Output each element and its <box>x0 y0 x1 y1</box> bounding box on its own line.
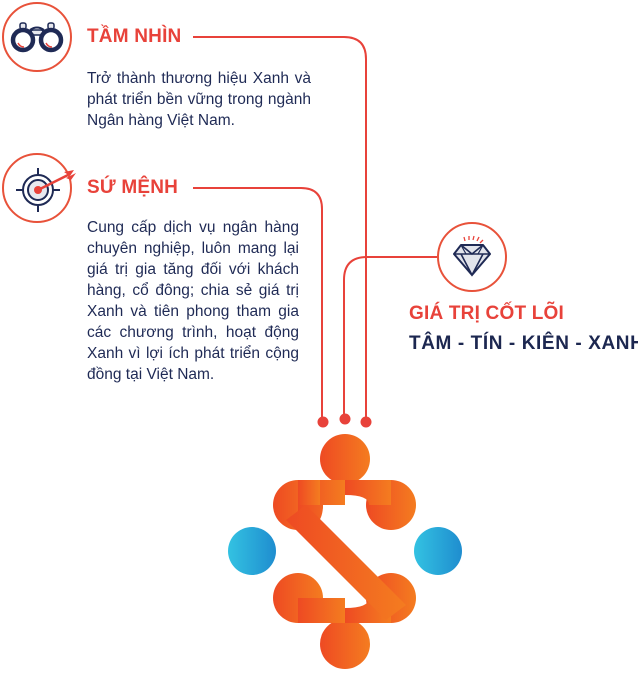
mission-title: SỨ MỆNH <box>87 177 179 198</box>
vision-title: TẦM NHÌN <box>87 26 182 47</box>
vision-text: Trở thành thương hiệu Xanh và phát triển… <box>87 70 311 129</box>
core-values-list: TÂM - TÍN - KIÊN - XANH <box>409 333 638 354</box>
core-values-connector-line <box>343 256 437 417</box>
diamond-icon <box>437 222 507 292</box>
core-values-title: GIÁ TRỊ CỐT LÕI <box>409 303 564 324</box>
vision-endpoint-dot <box>360 416 372 428</box>
vision-connector-line <box>193 36 367 420</box>
mission-connector-line <box>193 187 323 420</box>
mission-text: Cung cấp dịch vụ ngân hàng chuyên nghiệp… <box>87 219 299 383</box>
brand-logo-icon <box>228 434 462 669</box>
core-values-endpoint-dot <box>339 413 351 425</box>
target-arrow-icon <box>2 153 76 223</box>
binoculars-icon <box>2 2 72 72</box>
mission-endpoint-dot <box>317 416 329 428</box>
